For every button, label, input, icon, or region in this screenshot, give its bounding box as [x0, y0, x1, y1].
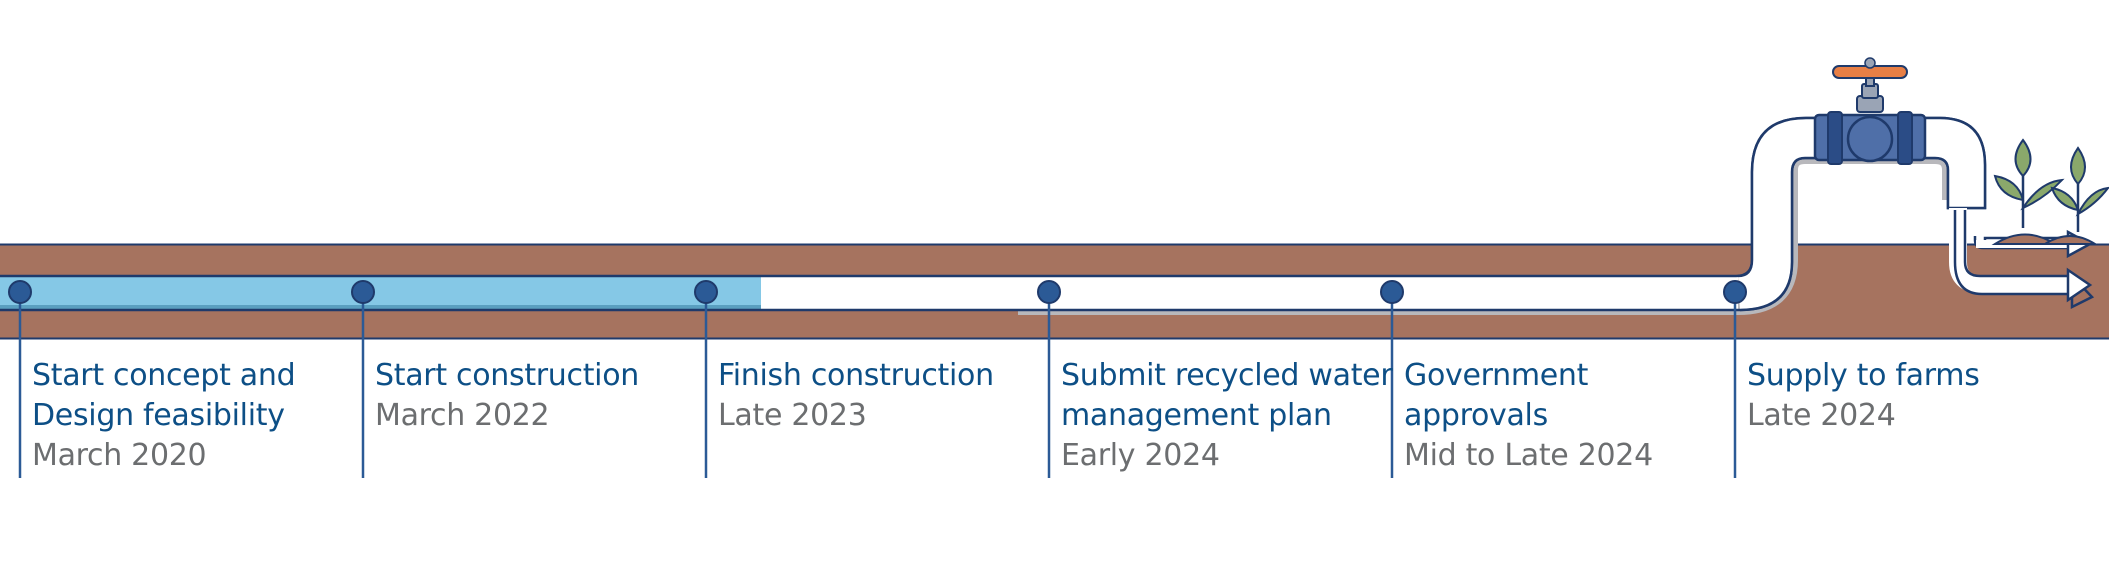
pipe-riser-outline	[1737, 116, 1987, 312]
milestone-date: Mid to Late 2024	[1404, 438, 1653, 473]
milestone-date: March 2020	[32, 438, 207, 473]
water-tap-icon	[1813, 57, 1927, 165]
milestone-start-concept: Start concept and Design feasibility Mar…	[32, 356, 362, 476]
milestone-dot	[351, 280, 375, 304]
milestone-date: March 2022	[375, 398, 550, 433]
milestone-finish-construction: Finish construction Late 2023	[718, 356, 1048, 436]
milestone-markers	[8, 280, 1747, 478]
milestone-title-line: Government	[1404, 358, 1589, 393]
milestone-supply-to-farms: Supply to farms Late 2024	[1747, 356, 2077, 436]
milestone-title-line: Finish construction	[718, 358, 994, 393]
milestone-dot	[8, 280, 32, 304]
milestone-title-line: Start construction	[375, 358, 639, 393]
milestone-date: Early 2024	[1061, 438, 1220, 473]
milestone-title-line: Design feasibility	[32, 398, 285, 433]
milestone-government-approvals: Government approvals Mid to Late 2024	[1404, 356, 1734, 476]
milestone-title-line: approvals	[1404, 398, 1548, 433]
milestone-date: Late 2023	[718, 398, 867, 433]
plant-sprout-icon	[1991, 138, 2109, 245]
milestone-date: Late 2024	[1747, 398, 1896, 433]
milestone-start-construction: Start construction March 2022	[375, 356, 705, 436]
milestone-dot	[1037, 280, 1061, 304]
milestone-title-line: management plan	[1061, 398, 1332, 433]
milestone-dot	[1380, 280, 1404, 304]
milestone-title-line: Start concept and	[32, 358, 296, 393]
milestone-dot	[694, 280, 718, 304]
milestone-title-line: Supply to farms	[1747, 358, 1980, 393]
milestone-dot	[1723, 280, 1747, 304]
milestone-submit-plan: Submit recycled water management plan Ea…	[1061, 356, 1393, 476]
water-fill	[0, 276, 761, 309]
pipe-outline	[0, 116, 1987, 312]
milestone-title-line: Submit recycled water	[1061, 358, 1393, 393]
water-shade	[0, 305, 761, 310]
